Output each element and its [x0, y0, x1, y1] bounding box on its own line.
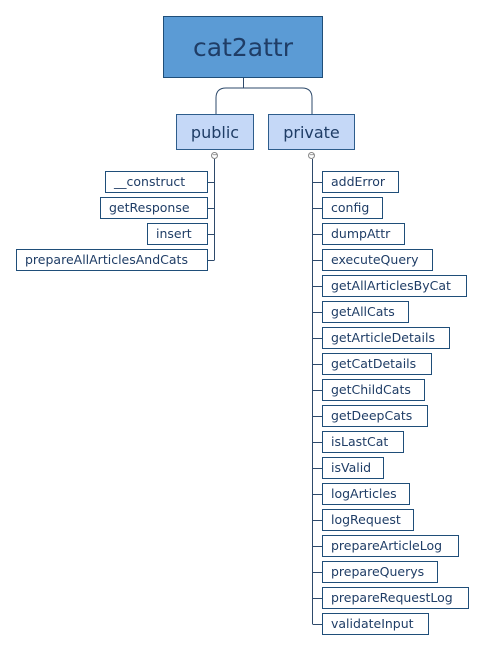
public-item[interactable]: prepareAllArticlesAndCats — [16, 249, 208, 271]
private-item[interactable]: validateInput — [322, 613, 429, 635]
private-item[interactable]: prepareArticleLog — [322, 535, 459, 557]
private-item[interactable]: prepareQuerys — [322, 561, 438, 583]
private-item[interactable]: getArticleDetails — [322, 327, 450, 349]
private-item[interactable]: logRequest — [322, 509, 414, 531]
private-item[interactable]: getCatDetails — [322, 353, 432, 375]
public-item[interactable]: __construct — [105, 171, 208, 193]
private-item[interactable]: isLastCat — [322, 431, 404, 453]
private-item[interactable]: prepareRequestLog — [322, 587, 469, 609]
private-item[interactable]: getAllCats — [322, 301, 409, 323]
private-item[interactable]: getChildCats — [322, 379, 425, 401]
private-item[interactable]: addError — [322, 171, 399, 193]
collapse-private-icon[interactable]: − — [308, 151, 315, 159]
private-item[interactable]: logArticles — [322, 483, 410, 505]
root-node[interactable]: cat2attr — [163, 16, 323, 78]
group-node-private[interactable]: private — [268, 114, 355, 150]
private-item[interactable]: config — [322, 197, 383, 219]
private-item[interactable]: getDeepCats — [322, 405, 428, 427]
private-item[interactable]: executeQuery — [322, 249, 433, 271]
private-item[interactable]: dumpAttr — [322, 223, 405, 245]
public-item[interactable]: getResponse — [100, 197, 208, 219]
private-item[interactable]: getAllArticlesByCat — [322, 275, 467, 297]
collapse-public-icon[interactable]: − — [211, 151, 218, 159]
private-item[interactable]: isValid — [322, 457, 384, 479]
public-item[interactable]: insert — [147, 223, 208, 245]
group-node-public[interactable]: public — [176, 114, 254, 150]
